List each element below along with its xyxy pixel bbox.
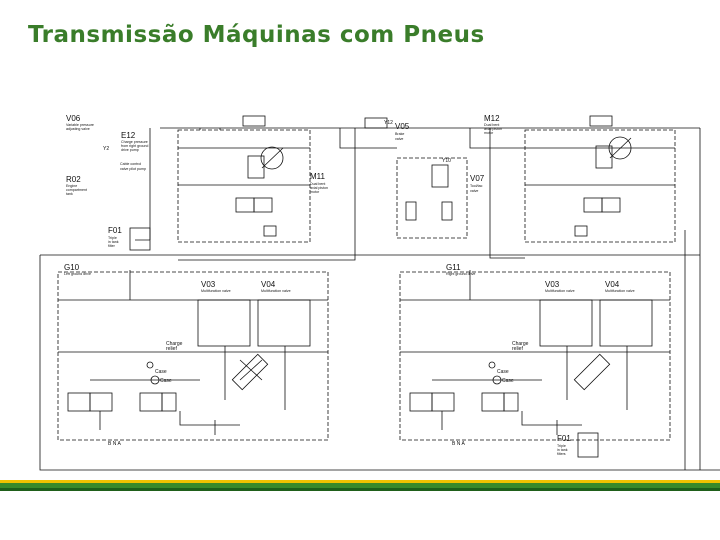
v04-left-box <box>257 299 311 347</box>
label-cable: Cable control <box>120 162 141 166</box>
label-cable2: valve pilot pump <box>120 167 146 171</box>
v03-right-box <box>539 299 593 347</box>
label-m12-desc1: Dual bent <box>484 123 499 127</box>
label-f01-lower-desc1: Triple <box>557 444 566 448</box>
label-v06-desc1: Variable pressure <box>66 123 94 127</box>
label-r02-desc2: compartment <box>66 188 87 192</box>
label-bna-right: B N A <box>452 441 465 447</box>
label-e12-desc2: from right ground <box>121 144 148 148</box>
label-charge-right: Charge <box>512 341 529 347</box>
label-m11-desc1: Dual bent <box>310 182 325 186</box>
label-f01-lower-desc3: filters <box>557 452 566 456</box>
label-r02: R02 <box>66 175 81 184</box>
label-e12-desc1: Charge pressure <box>121 140 148 144</box>
label-m11-desc2: axial piston <box>310 186 328 190</box>
label-f01-lower-desc2: in tank <box>557 448 568 452</box>
label-r02-desc1: Engine <box>66 184 77 188</box>
label-r02-desc3: tank <box>66 192 73 196</box>
label-m11-desc3: motor <box>310 190 320 194</box>
label-case-right-1: Case <box>497 369 509 375</box>
label-relief-left: relief <box>166 346 177 352</box>
label-m12-desc3: motor <box>484 131 494 135</box>
slide-title: Transmissão Máquinas com Pneus <box>28 22 485 48</box>
label-e12-desc3: drive pump <box>121 148 139 152</box>
label-v07: V07 <box>470 174 485 183</box>
label-v06-desc2: adjusting valve <box>66 127 90 131</box>
label-case-left-2: Case <box>160 378 172 384</box>
label-f01-upper-desc1: Triple <box>108 236 117 240</box>
footer-stripe-green <box>0 483 720 488</box>
label-m12-desc2: axial piston <box>484 127 502 131</box>
v04-right-box <box>599 299 653 347</box>
label-g11: G11 <box>446 263 461 272</box>
label-v05-desc1: Brake <box>395 132 404 136</box>
label-v04-left-desc: Multifunction valve <box>261 289 291 293</box>
label-v04-right: V04 <box>605 280 620 289</box>
label-v05-desc2: valve <box>395 137 403 141</box>
label-m11: M11 <box>310 172 326 181</box>
label-bna-left: B N A <box>108 441 121 447</box>
label-v04-left: V04 <box>261 280 276 289</box>
brake-valve-box <box>396 157 468 239</box>
label-v03-right-desc: Multifunction valve <box>545 289 575 293</box>
label-f01-upper-desc2: in tank <box>108 240 119 244</box>
label-g10-desc: Left ground drive <box>64 272 91 276</box>
label-charge-left: Charge <box>166 341 183 347</box>
right-ground-drive-box <box>399 271 671 441</box>
label-v04-right-desc: Multifunction valve <box>605 289 635 293</box>
label-case-left-1: Case <box>155 369 167 375</box>
upper-right-group-box <box>524 129 676 243</box>
label-y10: Y10 <box>442 158 451 164</box>
label-v03-right: V03 <box>545 280 560 289</box>
label-v03-left-desc: Multifunction valve <box>201 289 231 293</box>
upper-left-group-box <box>177 129 311 243</box>
left-ground-drive-box <box>57 271 329 441</box>
label-v03-left: V03 <box>201 280 216 289</box>
label-f01-upper: F01 <box>108 226 122 235</box>
label-v05: V05 <box>395 122 410 131</box>
label-g10: G10 <box>64 263 80 272</box>
label-y2-left: Y2 <box>103 146 109 152</box>
label-case-right-2: Case <box>502 378 514 384</box>
label-y12: Y12 <box>384 120 393 126</box>
label-v07-desc1: Tool/tac <box>470 184 483 188</box>
label-v06: V06 <box>66 114 81 123</box>
v03-left-box <box>197 299 251 347</box>
label-g11-desc: Right ground drive <box>446 272 475 276</box>
footer-stripe-dark <box>0 488 720 491</box>
label-f01-upper-desc3: filter <box>108 244 116 248</box>
label-relief-right: relief <box>512 346 523 352</box>
footer-stripe-yellow <box>0 480 720 483</box>
label-v07-desc2: valve <box>470 189 478 193</box>
label-e12: E12 <box>121 131 136 140</box>
label-f01-lower: F01 <box>557 434 571 443</box>
motor-m11-symbol <box>260 146 284 170</box>
label-m12: M12 <box>484 114 500 123</box>
